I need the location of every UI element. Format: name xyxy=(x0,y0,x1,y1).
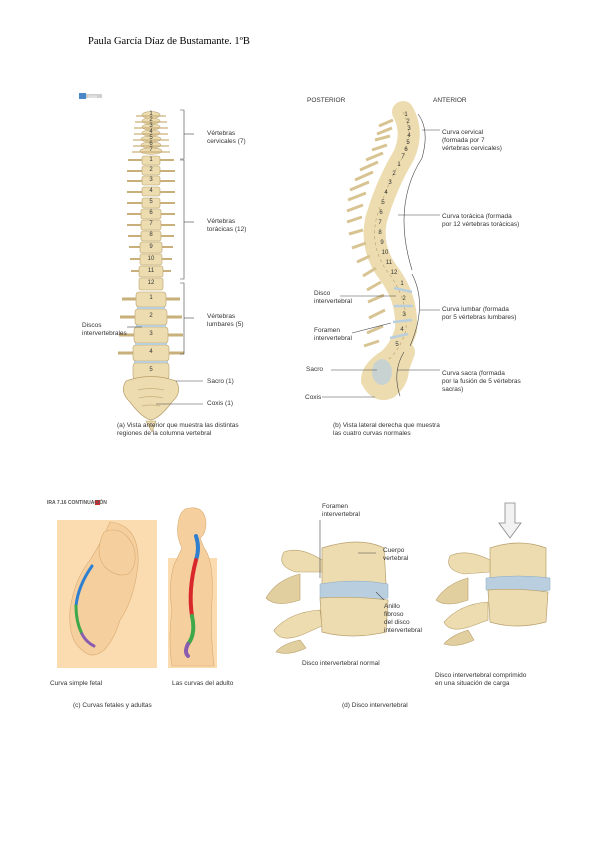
vertebra-number: 1 xyxy=(397,162,401,168)
vertebra-number: 3 xyxy=(407,126,411,132)
vertebra-number: 3 xyxy=(388,180,392,186)
adult-illustration xyxy=(168,507,217,668)
disc-leader-lines xyxy=(319,520,385,601)
vertebra-number: 6 xyxy=(404,147,408,153)
vertebra-number: 5 xyxy=(406,140,410,146)
region-label-lumbar: Vértebras lumbares (5) xyxy=(207,313,244,328)
vertebra-number: 6 xyxy=(149,141,153,147)
disc-label-b: Disco intervertebral xyxy=(314,290,352,305)
spine-lateral-view xyxy=(346,101,420,400)
vertebra-number: 2 xyxy=(392,171,396,177)
vertebra-number: 5 xyxy=(149,135,153,141)
figure-badge-label: 2009 xyxy=(88,94,97,99)
vertebra-number: 11 xyxy=(147,268,155,274)
author-header: Paula García Díaz de Bustamante. 1ºB xyxy=(88,36,250,47)
vertebra-number: 8 xyxy=(378,230,382,236)
vertebra-number: 10 xyxy=(147,256,155,262)
vertebra-number: 4 xyxy=(149,188,153,194)
vertebra-number: 4 xyxy=(407,133,411,139)
vertebra-number: 3 xyxy=(149,123,153,129)
caption-d: (d) Disco intervertebral xyxy=(342,702,408,709)
anterior-label: ANTERIOR xyxy=(433,97,467,104)
vertebra-number: 4 xyxy=(384,190,388,196)
normal-disc-illustration xyxy=(265,541,389,654)
vertebra-number: 1 xyxy=(149,295,153,301)
curve-label-thoracic: Curva torácica (formada por 12 vértebras… xyxy=(442,213,520,228)
posterior-label: POSTERIOR xyxy=(307,97,346,104)
continuation-marker-icon xyxy=(95,500,100,505)
compressed-disc-label: Disco intervertebral comprimido en una s… xyxy=(435,672,527,687)
compressed-disc-illustration xyxy=(435,502,551,646)
caption-b: (b) Vista lateral derecha que muestra la… xyxy=(333,422,440,437)
vertebra-number: 5 xyxy=(149,199,153,205)
vertebra-number: 9 xyxy=(149,244,153,250)
vertebra-number: 6 xyxy=(379,210,383,216)
vertebra-number: 3 xyxy=(149,331,153,337)
curve-brackets xyxy=(322,113,440,398)
vertebra-number: 1 xyxy=(400,281,404,287)
vertebra-number: 1 xyxy=(149,111,153,117)
foramen-label-d: Foramen intervertebral xyxy=(322,503,360,518)
load-arrow-icon xyxy=(498,502,522,539)
vertebra-number: 10 xyxy=(381,250,389,256)
vertebra-number: 7 xyxy=(149,147,153,153)
caption-a: (a) Vista anterior que muestra las disti… xyxy=(117,422,239,437)
vertebra-number: 2 xyxy=(149,117,153,123)
spine-anterior-view xyxy=(118,111,184,433)
sacrum-label-b: Sacro xyxy=(306,366,323,373)
region-brackets xyxy=(127,109,203,405)
vertebra-number: 1 xyxy=(404,112,408,118)
normal-disc-label: Disco intervertebral normal xyxy=(302,660,380,667)
discs-label: Discos intervertebrales xyxy=(82,322,127,337)
caption-c: (c) Curvas fetales y adultas xyxy=(73,702,152,709)
foramen-label-b: Foramen intervertebral xyxy=(314,327,352,342)
vertebra-number: 8 xyxy=(149,232,153,238)
adult-curve-label: Las curvas del adulto xyxy=(172,680,234,687)
vertebra-number: 4 xyxy=(400,327,404,333)
region-label-cervical: Vértebras cervicales (7) xyxy=(207,130,246,145)
vertebra-number: 7 xyxy=(378,220,382,226)
vertebra-number: 7 xyxy=(149,221,153,227)
curve-label-sacral: Curva sacra (formada por la fusión de 5 … xyxy=(442,370,521,393)
coccyx-label-b: Coxis xyxy=(305,394,322,401)
fetal-curve-label: Curva simple fetal xyxy=(50,680,103,687)
vertebra-number: 12 xyxy=(390,270,398,276)
vertebra-number: 2 xyxy=(406,119,410,125)
vertebra-number: 2 xyxy=(149,167,153,173)
vertebra-number: 7 xyxy=(401,154,405,160)
annulus-label: Anillo fibroso del disco intervertebral xyxy=(384,603,422,634)
vertebra-number: 3 xyxy=(149,177,153,183)
vertebral-body-label: Cuerpo vertebral xyxy=(383,547,409,562)
vertebra-number: 6 xyxy=(149,210,153,216)
curve-label-cervical: Curva cervical (formada por 7 vértebras … xyxy=(442,129,502,152)
vertebra-number: 5 xyxy=(149,367,153,373)
vertebra-number: 5 xyxy=(381,200,385,206)
vertebra-number: 11 xyxy=(385,260,393,266)
region-label-thoracic: Vértebras torácicas (12) xyxy=(207,218,247,233)
sacrum-label-a: Sacro (1) xyxy=(207,378,234,385)
vertebra-number: 12 xyxy=(147,280,155,286)
curve-label-lumbar: Curva lumbar (formada por 5 vértebras lu… xyxy=(442,306,517,321)
vertebra-number: 9 xyxy=(380,240,384,246)
coccyx-label-a: Coxis (1) xyxy=(207,400,234,407)
fetus-illustration xyxy=(57,520,157,668)
vertebra-number: 5 xyxy=(395,342,399,348)
vertebra-number: 2 xyxy=(402,296,406,302)
vertebra-number: 1 xyxy=(149,157,153,163)
vertebra-number: 4 xyxy=(149,349,153,355)
vertebra-number: 4 xyxy=(149,129,153,135)
vertebra-number: 2 xyxy=(149,313,153,319)
vertebra-number: 3 xyxy=(402,312,406,318)
continuation-label: IRA 7.16 CONTINUACIÓN xyxy=(47,500,107,506)
figure-badge-icon xyxy=(79,93,86,99)
